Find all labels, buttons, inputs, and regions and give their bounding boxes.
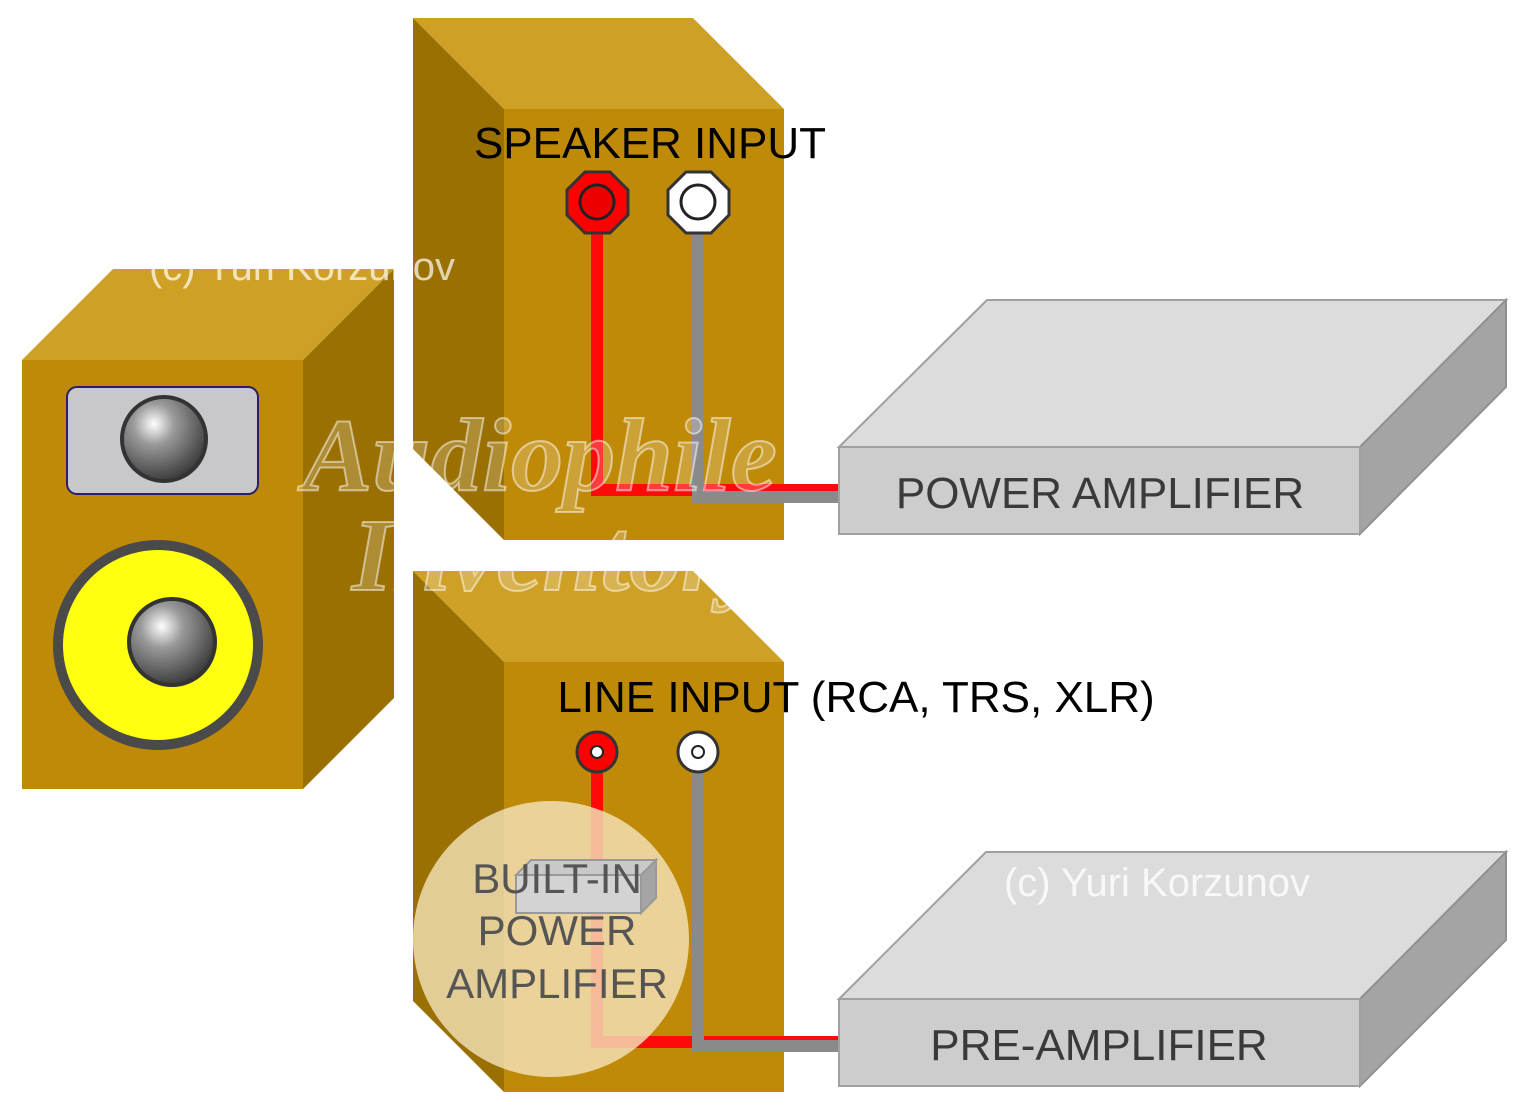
copyright-watermark-top: (c) Yuri Korzunov (149, 245, 455, 289)
negative-binding-post-core (679, 183, 717, 221)
line-input-label: LINE INPUT (RCA, TRS, XLR) (557, 673, 1154, 722)
power-amplifier-box (836, 297, 1509, 537)
audiophile-inventory-logo-watermark: Audiophile Inventory (296, 397, 778, 614)
builtin-amplifier-chip-icon (513, 857, 659, 916)
speaker-wire-positive (591, 226, 838, 496)
positive-binding-post (565, 170, 630, 235)
upper-cabinet-side (413, 18, 504, 540)
builtin-amplifier-label-line3: AMPLIFIER (446, 960, 668, 1007)
copyright-watermark-bottom: (c) Yuri Korzunov (1004, 861, 1310, 905)
pre-amplifier-box (836, 849, 1509, 1089)
upper-cabinet-top (413, 18, 784, 109)
speaker-input-label: SPEAKER INPUT (474, 119, 826, 168)
logo-watermark-line2: Inventory (350, 498, 769, 613)
passive-speaker-cabinet (22, 269, 394, 789)
rca-jack-negative-pin (691, 745, 705, 759)
lower-cabinet-top (413, 571, 784, 662)
passive-cabinet-back (413, 18, 784, 540)
upper-cabinet-back-panel (504, 109, 784, 540)
line-wire-negative (692, 770, 838, 1052)
speaker-cabinet-side (303, 269, 394, 789)
power-amp-front (838, 446, 1361, 535)
speaker-cabinet-top (22, 269, 394, 360)
negative-binding-post (666, 170, 731, 235)
speaker-wire-negative (692, 226, 838, 503)
power-amplifier-label: POWER AMPLIFIER (896, 469, 1304, 518)
builtin-amplifier-label-line2: POWER (478, 907, 637, 954)
tweeter-dome-icon (120, 395, 208, 483)
builtin-amplifier-callout: BUILT-IN POWER AMPLIFIER (413, 801, 689, 1077)
rca-jack-positive (575, 730, 619, 774)
woofer-dustcap-icon (127, 597, 217, 687)
logo-watermark-line1: Audiophile (297, 398, 777, 513)
pre-amplifier-label: PRE-AMPLIFIER (930, 1021, 1267, 1070)
builtin-amplifier-label-line1: BUILT-IN (472, 855, 642, 902)
positive-binding-post-core (578, 183, 616, 221)
rca-jack-negative (676, 730, 720, 774)
rca-jack-positive-pin (590, 745, 604, 759)
pre-amp-front (838, 998, 1361, 1087)
